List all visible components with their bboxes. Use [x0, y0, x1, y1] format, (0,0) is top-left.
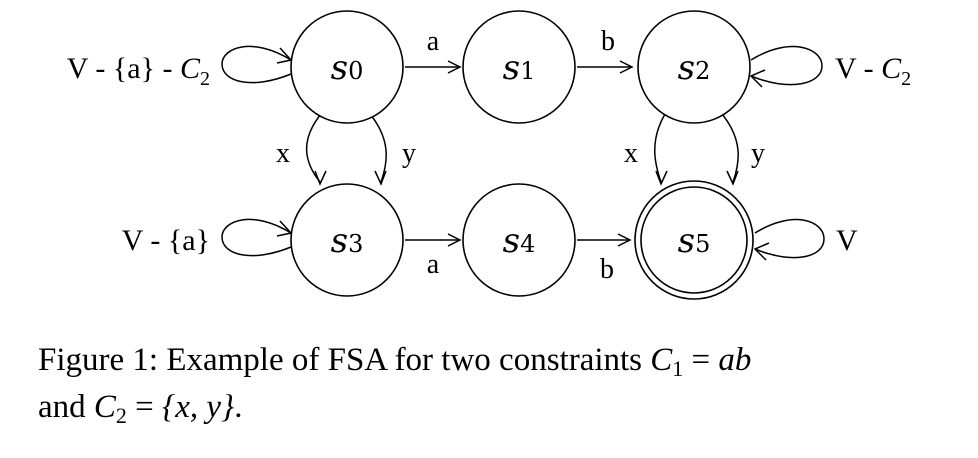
- edge-s0-s3-x: [305, 113, 327, 186]
- loop-label-s0: V - {a} - C2: [67, 52, 210, 90]
- edge-s2-s5-y: [721, 113, 739, 186]
- edge-s4-s5: [577, 233, 632, 247]
- edge-label-s0-s3-y: y: [402, 138, 416, 169]
- edge-s1-s2: [577, 60, 634, 74]
- state-s1: s1: [462, 10, 576, 124]
- edge-s2-s5-x: [654, 113, 668, 186]
- edge-label-s0-s3-x: x: [276, 138, 290, 169]
- fsa-diagram: a b a b x y x y: [67, 10, 911, 300]
- loop-label-s2: V - C2: [835, 52, 911, 90]
- figure-caption: Figure 1: Example of FSA for two constra…: [38, 337, 958, 431]
- state-s2: s2: [637, 10, 751, 124]
- state-label-s0: s0: [331, 48, 364, 88]
- caption-line-1: Figure 1: Example of FSA for two constra…: [38, 342, 752, 381]
- self-loop-s5: [753, 218, 825, 261]
- state-label-s2: s2: [678, 48, 711, 88]
- self-loop-s0: [221, 45, 293, 84]
- state-s0: s0: [290, 10, 404, 124]
- edge-label-s2-s5-x: x: [624, 138, 638, 169]
- edge-label-s1-s2: b: [601, 26, 615, 57]
- loop-label-s3: V - {a}: [122, 224, 210, 257]
- edge-s0-s3-y: [369, 113, 387, 186]
- self-loop-s3: [221, 218, 293, 257]
- state-s5-accepting: s5: [634, 180, 754, 300]
- state-label-s3: s3: [331, 221, 364, 261]
- edge-s3-s4: [405, 233, 462, 247]
- loop-label-s5: V: [836, 224, 858, 257]
- self-loop-s2: [749, 45, 823, 88]
- state-s3: s3: [290, 183, 404, 297]
- state-label-s4: s4: [503, 221, 536, 261]
- caption-line-2: and C2 = {x, y}.: [38, 389, 243, 428]
- edge-label-s0-s1: a: [427, 26, 440, 57]
- edge-label-s4-s5: b: [600, 254, 614, 285]
- state-label-s1: s1: [503, 48, 536, 88]
- state-label-s5: s5: [678, 221, 711, 261]
- edge-s0-s1: [405, 60, 462, 74]
- edge-label-s3-s4: a: [427, 249, 440, 280]
- state-s4: s4: [462, 183, 576, 297]
- edge-label-s2-s5-y: y: [751, 138, 765, 169]
